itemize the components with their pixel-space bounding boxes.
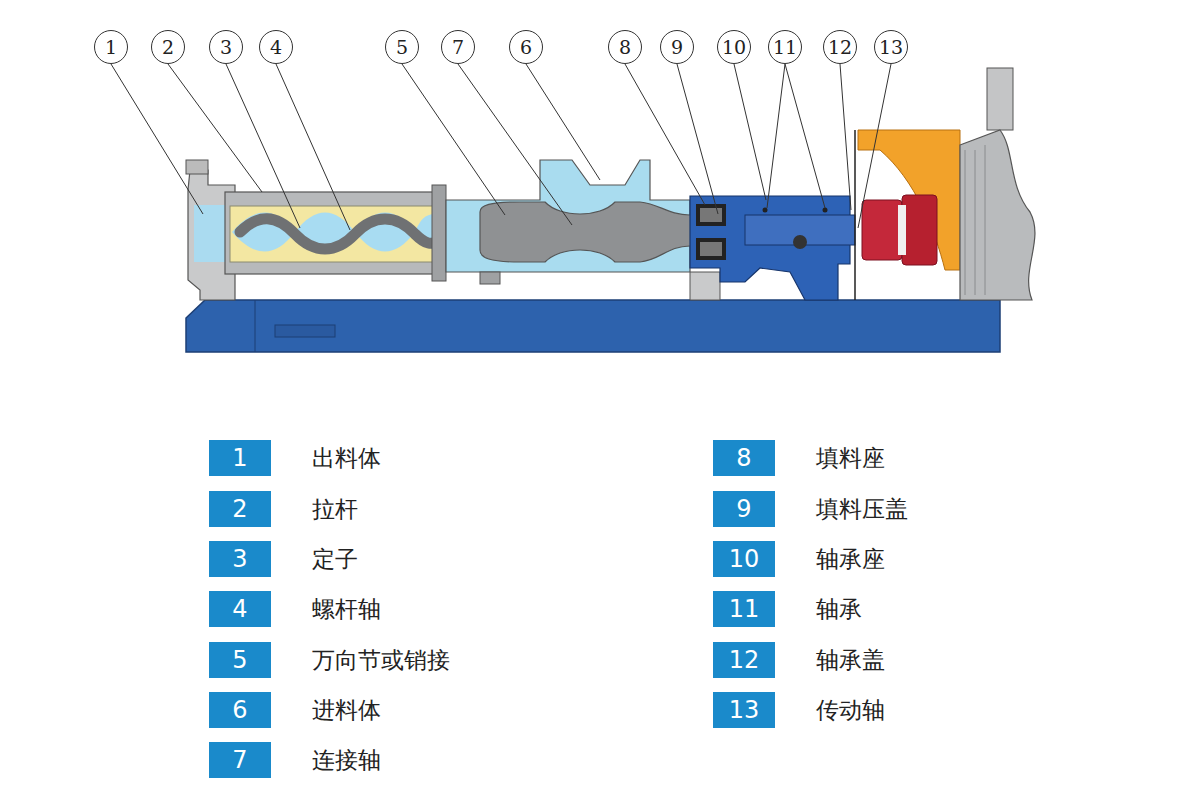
part-number-badge: 1 — [209, 440, 271, 476]
callout-number: 13 — [874, 30, 908, 64]
callout-number: 5 — [385, 30, 419, 64]
part-name: 轴承 — [816, 594, 862, 625]
part-list-item: 3 定子 — [209, 541, 358, 577]
callout-number: 10 — [717, 30, 751, 64]
callout-number: 8 — [608, 30, 642, 64]
callout-text: 8 — [619, 36, 631, 58]
part-list-item: 9 填料压盖 — [713, 491, 908, 527]
part-name: 出料体 — [312, 443, 381, 474]
callout-text: 7 — [452, 36, 464, 58]
part-name: 填料座 — [816, 443, 885, 474]
callout-text: 4 — [270, 36, 282, 58]
part-name: 定子 — [312, 544, 358, 575]
part-number-badge: 5 — [209, 642, 271, 678]
part-list-item: 7 连接轴 — [209, 742, 381, 778]
part-number-badge: 2 — [209, 491, 271, 527]
part-name: 万向节或销接 — [312, 645, 450, 676]
part-number-badge: 12 — [713, 642, 775, 678]
part-list-item: 5 万向节或销接 — [209, 642, 450, 678]
part-number-badge: 7 — [209, 742, 271, 778]
part-name: 填料压盖 — [816, 494, 908, 525]
part-number-badge: 10 — [713, 541, 775, 577]
part-list-item: 12 轴承盖 — [713, 642, 885, 678]
part-name: 轴承座 — [816, 544, 885, 575]
part-name: 拉杆 — [312, 494, 358, 525]
part-list-item: 1 出料体 — [209, 440, 381, 476]
callout-number: 9 — [660, 30, 694, 64]
part-list-item: 6 进料体 — [209, 692, 381, 728]
callout-number: 11 — [768, 30, 802, 64]
callout-text: 12 — [828, 36, 852, 58]
part-number-badge: 8 — [713, 440, 775, 476]
callout-text: 1 — [105, 36, 117, 58]
part-list-item: 10 轴承座 — [713, 541, 885, 577]
callout-number: 4 — [259, 30, 293, 64]
callout-number: 3 — [209, 30, 243, 64]
part-name: 轴承盖 — [816, 645, 885, 676]
callout-text: 5 — [396, 36, 408, 58]
callout-number: 12 — [823, 30, 857, 64]
part-list-item: 8 填料座 — [713, 440, 885, 476]
callout-text: 10 — [722, 36, 746, 58]
part-number-badge: 11 — [713, 591, 775, 627]
part-name: 螺杆轴 — [312, 594, 381, 625]
part-name: 进料体 — [312, 695, 381, 726]
callout-number: 2 — [151, 30, 185, 64]
part-list-item: 13 传动轴 — [713, 692, 885, 728]
part-list-item: 2 拉杆 — [209, 491, 358, 527]
callout-number: 7 — [441, 30, 475, 64]
callout-text: 11 — [773, 36, 797, 58]
part-number-badge: 9 — [713, 491, 775, 527]
part-number-badge: 6 — [209, 692, 271, 728]
callout-text: 3 — [220, 36, 232, 58]
callout-text: 9 — [671, 36, 683, 58]
callout-text: 6 — [520, 36, 532, 58]
part-name: 连接轴 — [312, 745, 381, 776]
callout-number: 6 — [509, 30, 543, 64]
part-name: 传动轴 — [816, 695, 885, 726]
callout-text: 2 — [162, 36, 174, 58]
part-list-item: 11 轴承 — [713, 591, 862, 627]
part-list-item: 4 螺杆轴 — [209, 591, 381, 627]
callout-number: 1 — [94, 30, 128, 64]
part-number-badge: 4 — [209, 591, 271, 627]
callout-text: 13 — [879, 36, 903, 58]
part-number-badge: 3 — [209, 541, 271, 577]
part-number-badge: 13 — [713, 692, 775, 728]
